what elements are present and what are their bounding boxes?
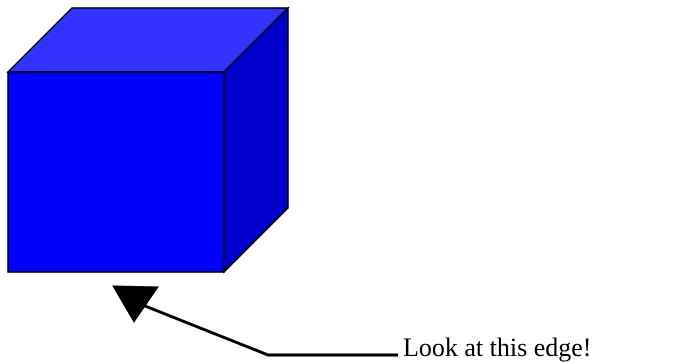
arrow-shaft <box>139 302 398 357</box>
arrow-icon <box>112 285 398 357</box>
cube <box>6 6 290 274</box>
arrowhead <box>112 285 159 323</box>
callout-label: Look at this edge! <box>403 333 591 362</box>
cube-front-face <box>7 71 225 273</box>
